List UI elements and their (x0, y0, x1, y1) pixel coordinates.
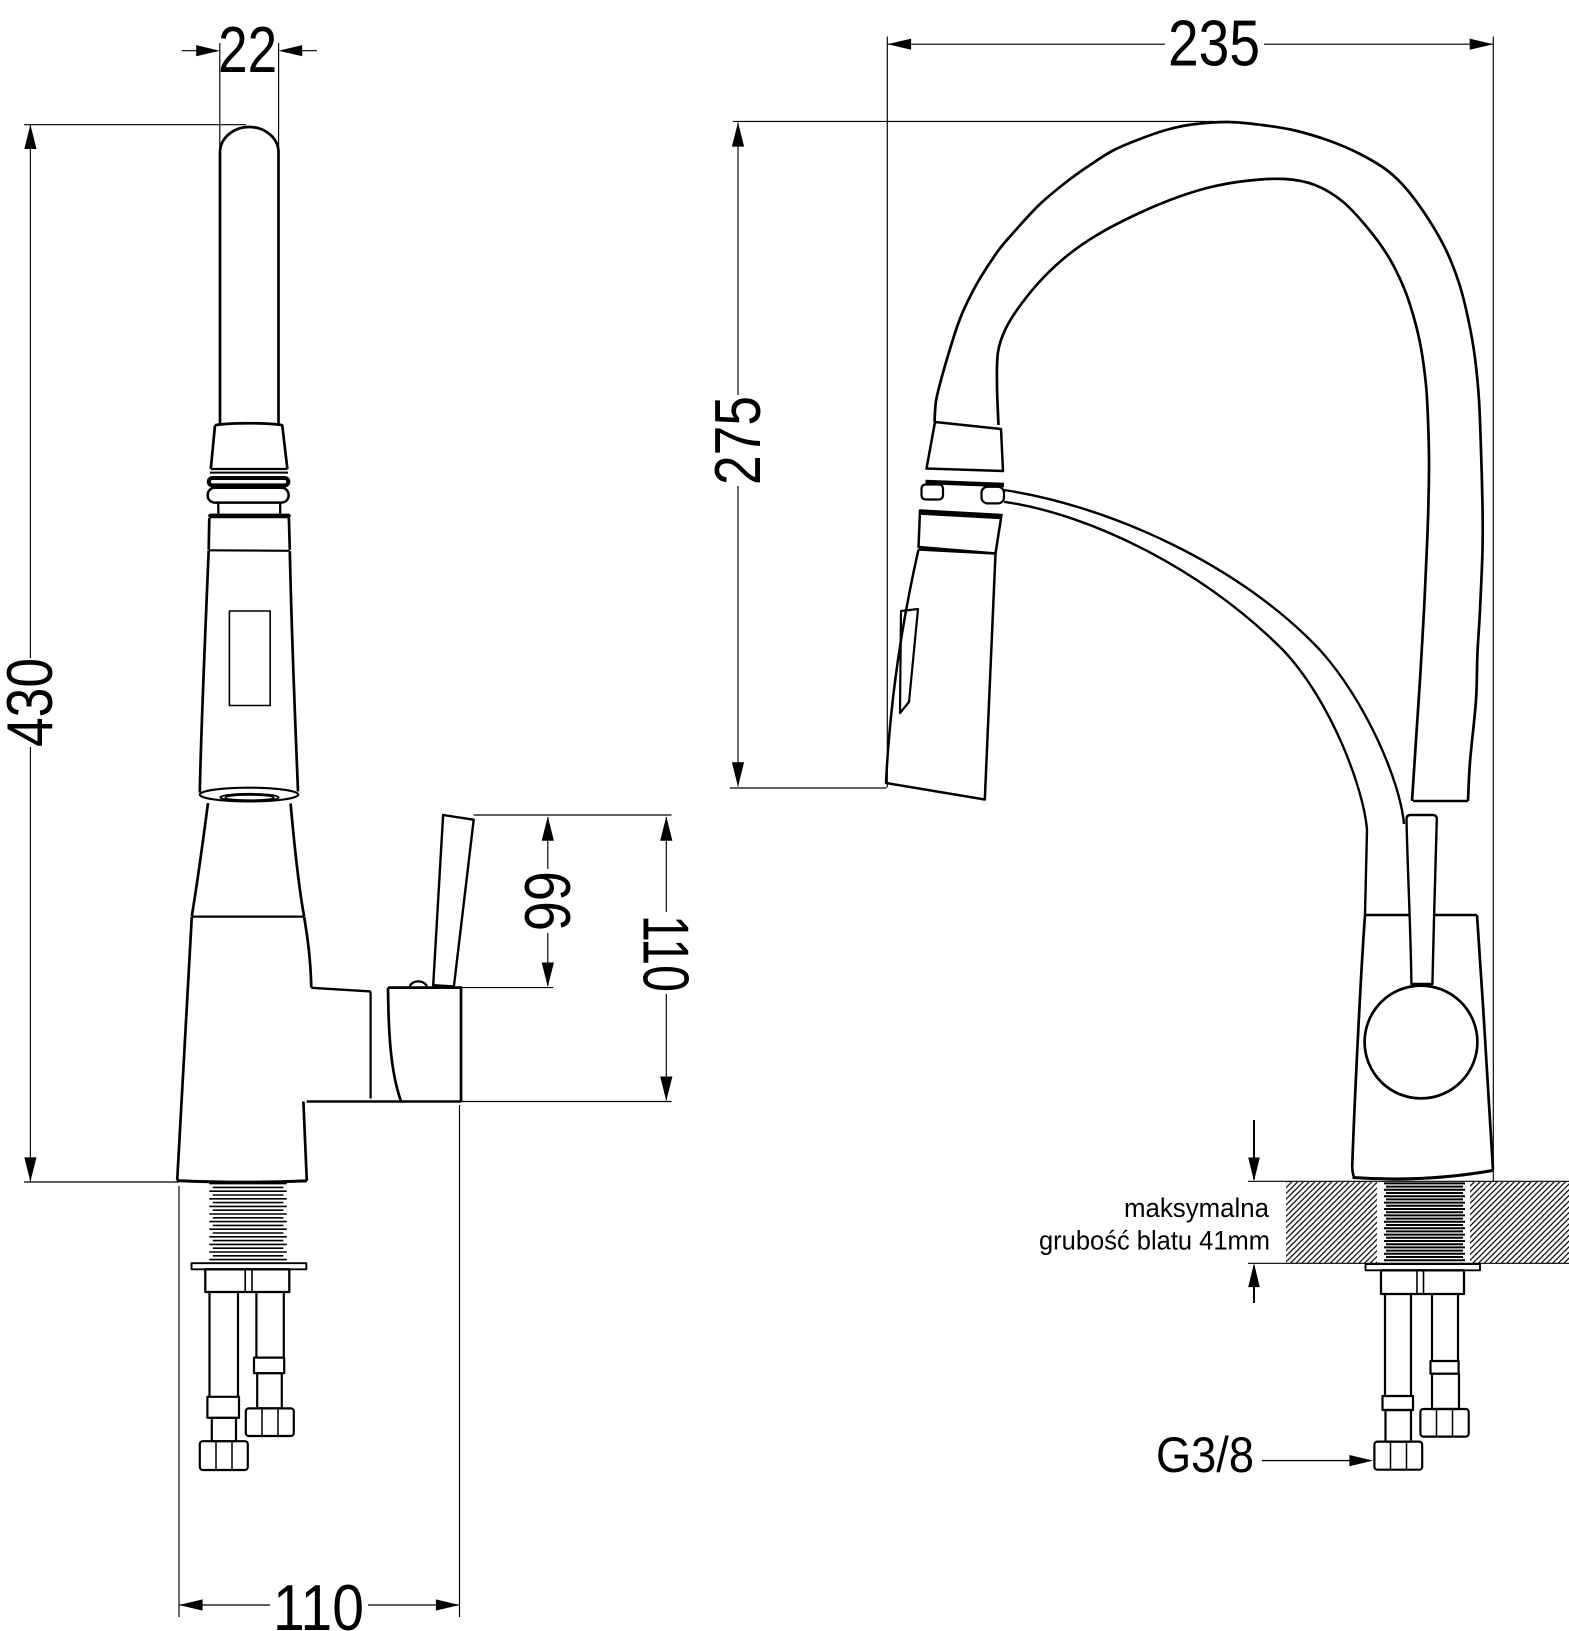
svg-text:275: 275 (701, 396, 774, 485)
svg-text:110: 110 (273, 1571, 364, 1631)
svg-text:110: 110 (629, 915, 702, 992)
svg-text:grubość blatu 41mm: grubość blatu 41mm (1039, 1226, 1270, 1256)
svg-text:maksymalna: maksymalna (1124, 1193, 1269, 1223)
svg-text:22: 22 (218, 13, 277, 86)
svg-text:235: 235 (1168, 7, 1260, 80)
svg-text:66: 66 (511, 871, 584, 931)
svg-text:430: 430 (0, 658, 66, 747)
svg-text:G3/8: G3/8 (1156, 1427, 1254, 1483)
